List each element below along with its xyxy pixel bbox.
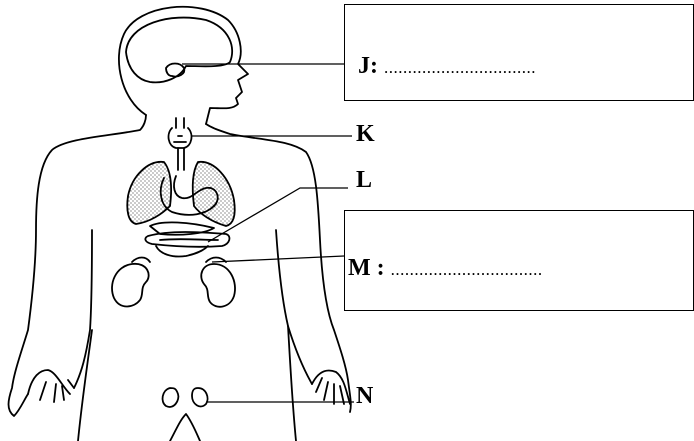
label-l: L xyxy=(356,168,372,192)
brain-outline xyxy=(126,18,232,83)
torso-outline xyxy=(9,115,351,416)
label-j: J: ................................ xyxy=(358,54,536,78)
label-m-blank[interactable]: ................................ xyxy=(391,260,543,279)
thyroid-gland xyxy=(169,118,192,148)
label-n: N xyxy=(356,384,373,408)
answer-box-j[interactable] xyxy=(344,4,694,101)
left-kidney xyxy=(112,264,149,307)
right-lung xyxy=(193,162,235,226)
left-hand xyxy=(28,370,74,402)
trachea xyxy=(178,148,184,170)
left-adrenal-gland xyxy=(132,258,150,263)
right-hand xyxy=(312,371,350,405)
head-outline xyxy=(119,7,248,124)
left-inner-arm xyxy=(74,230,92,388)
label-m-letter: M : xyxy=(348,255,385,281)
label-k: K xyxy=(356,122,375,146)
right-inner-arm xyxy=(276,230,312,384)
label-j-letter: J: xyxy=(358,53,378,79)
pituitary-gland xyxy=(166,64,184,77)
label-j-blank[interactable]: ................................ xyxy=(384,58,536,77)
right-gonad xyxy=(192,388,208,406)
legs-outline xyxy=(78,326,296,441)
left-gonad xyxy=(163,388,179,407)
label-m: M : ................................ xyxy=(348,256,543,280)
right-kidney xyxy=(201,264,235,307)
left-lung xyxy=(127,162,171,224)
